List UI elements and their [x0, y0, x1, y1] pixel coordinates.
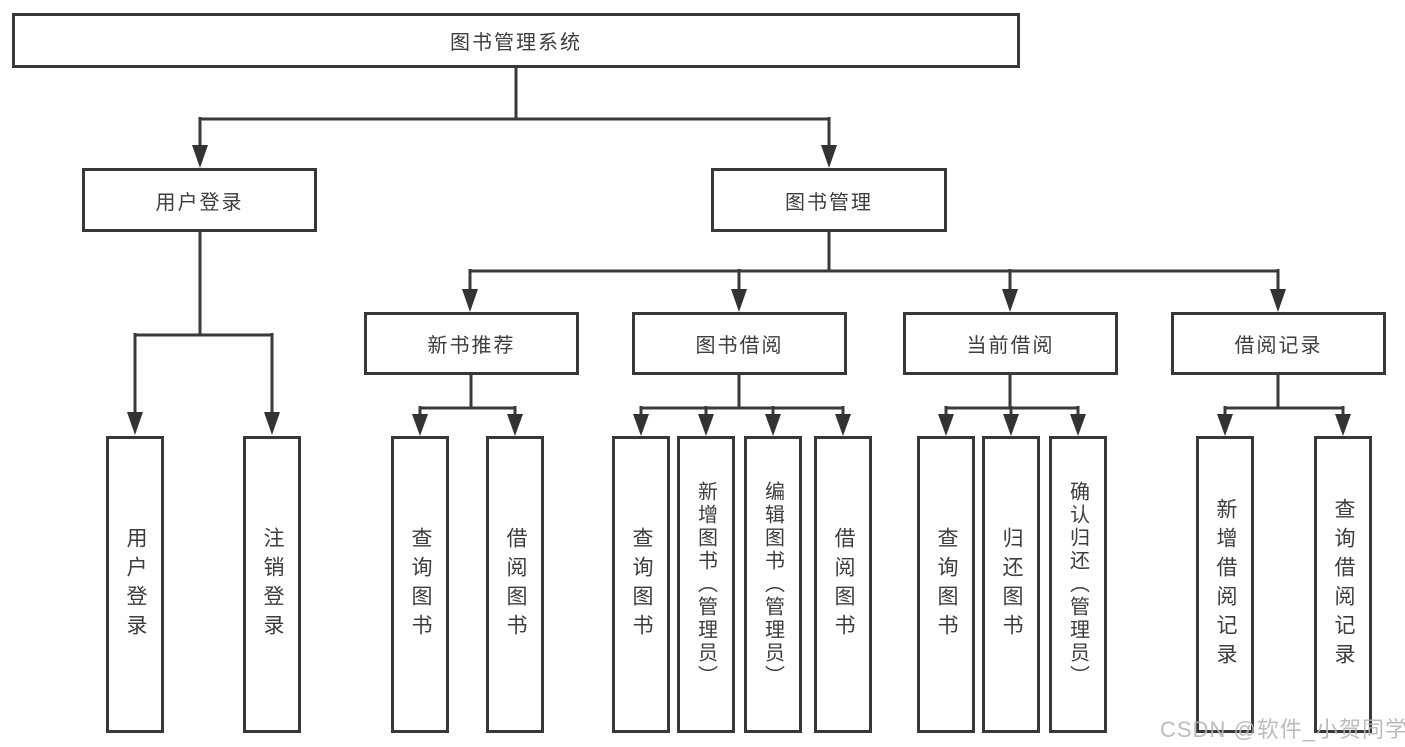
node-leaf-edit-book-admin: 编辑图书（管理员）: [744, 436, 802, 733]
node-label: 用户登录: [124, 526, 147, 643]
node-label: 新增借阅记录: [1214, 497, 1237, 672]
node-leaf-confirm-return-admin: 确认归还（管理员）: [1049, 436, 1107, 733]
node-label: 查询图书: [935, 526, 958, 643]
node-label: 确认归还（管理员）: [1066, 481, 1089, 688]
node-leaf-user-login: 用户登录: [106, 436, 164, 733]
node-label: 借阅图书: [832, 526, 855, 643]
node-label: 借阅记录: [1234, 335, 1323, 357]
node-leaf-query-books-3: 查询图书: [917, 436, 975, 733]
node-leaf-logout: 注销登录: [243, 436, 301, 733]
node-label: 归还图书: [1000, 526, 1023, 643]
node-label: 查询借阅记录: [1332, 497, 1355, 672]
node-label: 新增图书（管理员）: [694, 481, 717, 688]
node-new-book-recommend: 新书推荐: [364, 312, 579, 375]
node-current-borrowing: 当前借阅: [903, 312, 1118, 375]
node-leaf-return-books: 归还图书: [982, 436, 1040, 733]
node-leaf-query-books-1: 查询图书: [391, 436, 449, 733]
node-label: 新书推荐: [427, 335, 516, 357]
node-leaf-query-borrow-record: 查询借阅记录: [1314, 436, 1372, 733]
node-label: 编辑图书（管理员）: [761, 481, 784, 688]
node-user-login: 用户登录: [82, 168, 317, 232]
node-label: 查询图书: [630, 526, 653, 643]
node-label: 查询图书: [409, 526, 432, 643]
node-label: 注销登录: [261, 526, 284, 643]
node-leaf-query-books-2: 查询图书: [612, 436, 670, 733]
node-book-management: 图书管理: [711, 168, 947, 232]
node-label: 图书借阅: [695, 335, 784, 357]
node-label: 用户登录: [155, 191, 244, 214]
node-label: 当前借阅: [966, 335, 1055, 357]
node-leaf-add-borrow-record: 新增借阅记录: [1196, 436, 1254, 733]
watermark: CSDN @软件_小贺同学: [1160, 717, 1405, 742]
node-label: 图书管理: [785, 191, 873, 214]
node-library-management-system: 图书管理系统: [12, 13, 1020, 68]
node-book-borrowing: 图书借阅: [632, 312, 847, 375]
node-leaf-borrow-books-1: 借阅图书: [486, 436, 544, 733]
node-leaf-borrow-books-2: 借阅图书: [814, 436, 872, 733]
node-label: 图书管理系统: [450, 32, 582, 54]
node-label: 借阅图书: [504, 526, 527, 643]
node-borrowing-records: 借阅记录: [1171, 312, 1386, 375]
node-leaf-add-book-admin: 新增图书（管理员）: [677, 436, 735, 733]
